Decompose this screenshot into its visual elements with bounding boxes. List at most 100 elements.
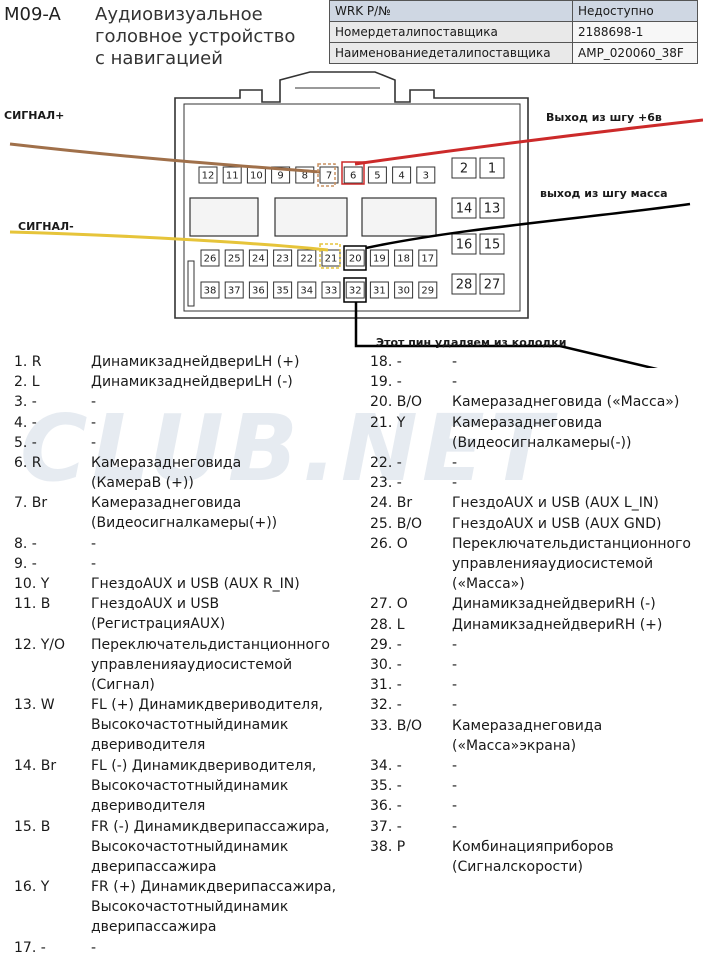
pin-id: 4. - xyxy=(14,414,37,431)
pin-description: - xyxy=(91,556,97,572)
pin-number: 5 xyxy=(374,171,380,182)
part-info-table: WRK P/№ Недоступно Номердеталипоставщика… xyxy=(329,0,698,64)
pin-number: 21 xyxy=(325,254,338,265)
pin-cell xyxy=(297,249,317,267)
pin-description: - xyxy=(91,434,97,451)
pin-cell xyxy=(451,197,477,219)
pin-number: 37 xyxy=(228,286,241,297)
pin-number: 27 xyxy=(484,278,501,293)
pin-number: 6 xyxy=(350,171,356,182)
pin-description: FL (+) Динамикдвериводителя, Высокочасто… xyxy=(91,697,324,754)
wire-out-plus6v xyxy=(341,118,703,185)
pin-id: 36. - xyxy=(370,798,402,815)
pin-id: 28. L xyxy=(370,616,405,633)
pin-number: 20 xyxy=(349,254,362,265)
pin-description: - xyxy=(452,354,458,370)
wire-signal-plus xyxy=(9,142,336,187)
pin-description: - xyxy=(452,758,458,774)
pin-id: 23. - xyxy=(370,475,402,492)
pin-cell xyxy=(418,249,438,267)
pin-cell xyxy=(451,273,477,295)
pin-cell xyxy=(321,281,341,299)
pin-id: 3. - xyxy=(14,394,37,411)
pin-number: 8 xyxy=(302,171,308,182)
pin-description: Камеразаднеговида (Видеосигналкамеры(+)) xyxy=(91,495,278,532)
pin-description: Камеразаднеговида («Масса»экрана) xyxy=(452,717,603,754)
pin-cell xyxy=(416,166,436,184)
pin-description: - xyxy=(452,778,458,795)
pin-description: FR (+) Динамикдверипассажира, Высокочаст… xyxy=(91,879,337,936)
pin-description: - xyxy=(91,414,97,431)
pin-id: 7. Br xyxy=(14,495,48,512)
pin-description: ГнездоAUX и USB (РегистрацияAUX) xyxy=(91,596,226,633)
pin-number: 9 xyxy=(277,171,283,182)
pin-number: 38 xyxy=(204,286,217,297)
pin-cell xyxy=(479,273,505,295)
pin-cell xyxy=(200,249,220,267)
info-value: 2188698-1 xyxy=(572,21,698,43)
connector-housing xyxy=(174,71,529,319)
pin-cell xyxy=(343,166,363,184)
connector-slots xyxy=(189,197,437,237)
info-value: AMP_020060_38F xyxy=(572,42,698,64)
pin-number: 25 xyxy=(228,254,241,265)
pin-id: 34. - xyxy=(370,758,402,774)
pin-id: 32. - xyxy=(370,697,402,714)
label-out-plus6v: Выход из шгу +6в xyxy=(546,111,662,124)
pin-number: 10 xyxy=(250,171,263,182)
pin-id: 37. - xyxy=(370,818,402,835)
pin-cell xyxy=(321,249,341,267)
pin-cell xyxy=(273,249,293,267)
pin-id: 15. B xyxy=(14,818,51,835)
pin-number: 13 xyxy=(484,202,501,217)
pin-id: 31. - xyxy=(370,677,402,694)
pin-description: Переключательдистанционного управленияау… xyxy=(91,636,330,693)
pin-id: 10. Y xyxy=(14,576,50,593)
pin-description: ГнездоAUX и USB (AUX L_IN) xyxy=(452,495,659,512)
pin-number: 17 xyxy=(421,254,434,265)
pin-description: FR (-) Динамикдверипассажира, Высокочаст… xyxy=(91,818,330,875)
pin-number: 23 xyxy=(276,254,289,265)
pin-number: 24 xyxy=(252,254,265,265)
pin-id: 14. Br xyxy=(14,758,57,774)
pin-cell xyxy=(200,281,220,299)
pin-cell xyxy=(319,166,339,184)
pin-number: 16 xyxy=(456,238,473,253)
pin-id: 16. Y xyxy=(14,879,50,896)
pin-cell xyxy=(222,166,242,184)
pin-number: 2 xyxy=(460,162,468,177)
pin-id: 33. B/O xyxy=(370,717,423,734)
pin-description: ДинамикзаднейдвериLH (+) xyxy=(91,354,300,370)
pin-description: FL (-) Динамикдвериводителя, Высокочасто… xyxy=(91,758,317,814)
pin-number: 19 xyxy=(373,254,386,265)
pin-description: - xyxy=(452,475,458,492)
pin-description: Комбинацияприборов (Сигналскорости) xyxy=(452,838,614,875)
pin-id: 27. O xyxy=(370,596,408,613)
pin-cell xyxy=(345,249,365,267)
pin-id: 11. B xyxy=(14,596,51,613)
pin-number: 36 xyxy=(252,286,265,297)
pin-description: - xyxy=(452,677,458,694)
pin-description: ГнездоAUX и USB (AUX GND) xyxy=(452,515,662,532)
pin-id: 17. - xyxy=(14,939,46,956)
pin-cell xyxy=(271,166,291,184)
pin-id: 24. Br xyxy=(370,495,413,512)
pin-number: 31 xyxy=(373,286,386,297)
pin-number: 29 xyxy=(421,286,434,297)
pin-number: 35 xyxy=(276,286,289,297)
label-out-ground: выход из шгу масса xyxy=(540,187,668,200)
pin-id: 2. L xyxy=(14,374,40,391)
info-row: WRK P/№ Недоступно xyxy=(329,0,698,22)
pin-id: 20. B/O xyxy=(370,394,423,411)
connector-title: Аудиовизуальное головное устройство с на… xyxy=(95,4,296,69)
pin-number: 18 xyxy=(397,254,410,265)
pin-number: 15 xyxy=(484,238,501,253)
pin-number: 33 xyxy=(325,286,338,297)
pin-description: ГнездоAUX и USB (AUX R_IN) xyxy=(91,576,300,593)
pin-id: 6. R xyxy=(14,455,42,471)
pin-number: 7 xyxy=(326,171,332,182)
pin-cell xyxy=(394,249,414,267)
pin-description: - xyxy=(452,798,458,815)
pin-cell xyxy=(479,233,505,255)
pin-description: - xyxy=(452,636,458,653)
